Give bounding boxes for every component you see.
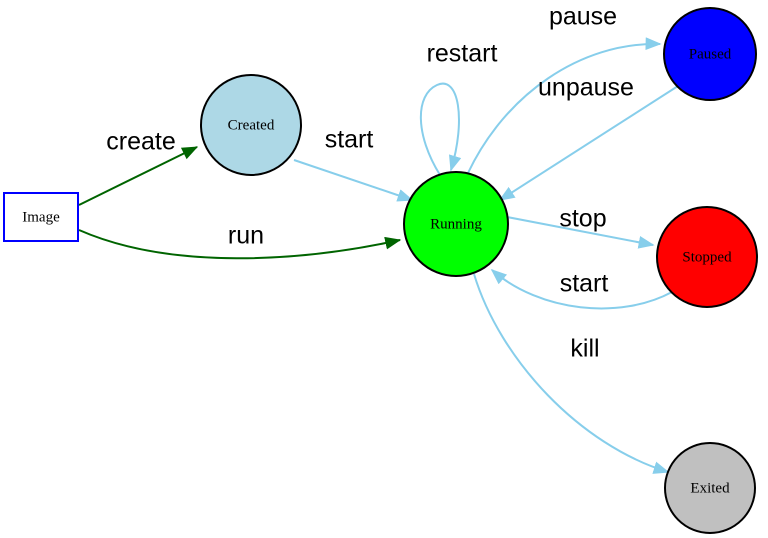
- image-node-shape: [3, 192, 79, 242]
- paused-node-label: Paused: [689, 46, 732, 62]
- edge-create[interactable]: create: [78, 128, 199, 206]
- edge-unpause-label: unpause: [538, 74, 634, 102]
- edge-run-path: [78, 229, 402, 260]
- paused-node-shape: [663, 7, 757, 101]
- edge-restart-label: restart: [427, 40, 498, 68]
- stopped-node-shape: [656, 206, 758, 308]
- node-exited[interactable]: Exited: [664, 442, 756, 534]
- edge-restart-path: [419, 82, 462, 176]
- node-image[interactable]: Image: [3, 192, 79, 242]
- exited-node-label: Exited: [690, 480, 730, 496]
- running-node-shape: [403, 171, 509, 277]
- edge-create-label: create: [106, 128, 175, 156]
- edge-start-stopped[interactable]: start: [490, 268, 673, 310]
- edge-kill-label: kill: [570, 335, 599, 363]
- edge-restart[interactable]: restart: [419, 40, 498, 176]
- node-running[interactable]: Running: [403, 171, 509, 277]
- edge-start-created[interactable]: start: [293, 126, 414, 202]
- edge-start-created-path: [293, 159, 414, 202]
- image-node-label: Image: [22, 209, 60, 225]
- edge-run[interactable]: run: [78, 222, 402, 260]
- created-node-shape: [200, 74, 302, 176]
- edge-start-created-label: start: [325, 126, 374, 154]
- edge-kill-path: [473, 273, 670, 474]
- running-node-label: Running: [430, 216, 482, 232]
- edge-start-stopped-path: [490, 268, 673, 310]
- edge-stop-label: stop: [559, 205, 606, 233]
- edge-start-stopped-label: start: [560, 270, 609, 298]
- edge-unpause-path: [498, 85, 679, 201]
- edge-unpause[interactable]: unpause: [498, 74, 679, 201]
- edge-run-label: run: [228, 222, 264, 250]
- edge-kill[interactable]: kill: [473, 273, 670, 474]
- edge-pause-path: [467, 37, 662, 174]
- exited-node-shape: [664, 442, 756, 534]
- edge-pause[interactable]: pause: [467, 3, 662, 174]
- created-node-label: Created: [228, 117, 275, 133]
- edge-stop[interactable]: stop: [506, 205, 655, 249]
- stopped-node-label: Stopped: [682, 249, 732, 265]
- edge-pause-label: pause: [549, 3, 617, 31]
- node-created[interactable]: Created: [200, 74, 302, 176]
- node-stopped[interactable]: Stopped: [656, 206, 758, 308]
- node-paused[interactable]: Paused: [663, 7, 757, 101]
- edge-create-path: [78, 146, 199, 206]
- edge-stop-path: [506, 216, 655, 249]
